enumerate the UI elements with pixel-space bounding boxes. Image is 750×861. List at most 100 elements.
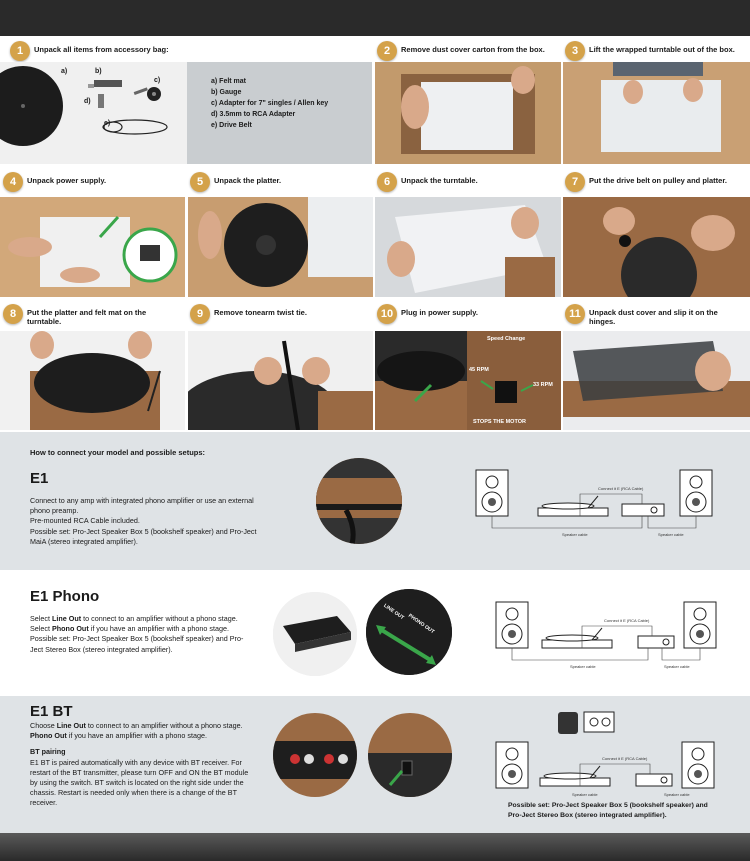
- bt-pairing-title: BT pairing: [30, 747, 66, 757]
- e1-phono-description: Select Line Out to connect to an amplifi…: [30, 614, 252, 655]
- top-bar: [0, 0, 750, 36]
- e1-phono-speaker-left-label: Speaker cable: [570, 664, 596, 669]
- step-7-title: Put the drive belt on pulley and platter…: [589, 176, 727, 185]
- e1-line: Connect to any amp with integrated phono…: [30, 496, 254, 516]
- e1-bt-line-out: Line Out: [56, 721, 86, 730]
- step-3: 3 Lift the wrapped turntable out of the b…: [565, 41, 750, 61]
- photo-step-10: Speed Change 45 RPM 33 RPM STOPS THE MOT…: [375, 331, 561, 430]
- accessory-photo: a) b) c) d) e): [0, 62, 187, 164]
- label-b: b): [95, 68, 102, 75]
- e1-bt-text: if you have an amplifier with a phono st…: [66, 731, 207, 741]
- photo-step-7: [563, 197, 750, 297]
- step-4: 4 Unpack power supply.: [3, 172, 186, 192]
- photo-step-4: [0, 197, 185, 297]
- step-4-title: Unpack power supply.: [27, 176, 107, 185]
- step-1: 1 Unpack all items from accessory bag:: [10, 41, 370, 61]
- label-e: e): [104, 120, 111, 127]
- bt-pairing-text: E1 BT is paired automatically with any d…: [30, 757, 249, 808]
- e1-phono-title: E1 Phono: [30, 588, 100, 605]
- accessory-item: d) 3.5mm to RCA Adapter: [211, 111, 296, 118]
- step-9-title: Remove tonearm twist tie.: [214, 308, 307, 317]
- e1-bt-text: Choose: [30, 721, 57, 730]
- e1-phono-text: Select: [30, 614, 52, 623]
- e1-phono-text: to connect to an amplifier without a pho…: [30, 614, 238, 634]
- step-5: 5 Unpack the platter.: [190, 172, 373, 192]
- e1-phono-back-closeup: [273, 592, 357, 676]
- photo-step-5: [188, 197, 373, 297]
- photo-step-11: [563, 331, 750, 430]
- e1-phono-speaker-right-label: Speaker cable: [664, 664, 690, 669]
- accessory-item: c) Adapter for 7" singles / Allen key: [211, 100, 329, 107]
- step-6-badge: 6: [377, 172, 397, 192]
- e1-bt-connect-label: Connect it E (RCA Cable): [602, 756, 648, 761]
- e1-bt-title: E1 BT: [30, 703, 73, 720]
- photo-step-6: [375, 197, 561, 297]
- e1-phono-connect-label: Connect it E (RCA Cable): [604, 618, 650, 623]
- bottom-bar: [0, 833, 750, 861]
- photo-step-9: [188, 331, 373, 430]
- speed-33-label: 33 RPM: [533, 382, 553, 388]
- step-9-badge: 9: [190, 304, 210, 324]
- e1-bt-set-caption: Possible set: Pro-Ject Speaker Box 5 (bo…: [508, 802, 708, 819]
- e1-phono-line-out: Line Out: [51, 614, 82, 623]
- step-5-title: Unpack the platter.: [214, 176, 282, 185]
- e1-phono-phono-out: Phono Out: [51, 624, 89, 634]
- step-2: 2 Remove dust cover carton from the box.: [377, 41, 560, 61]
- e1-bt-text: to connect to an amplifier without a pho…: [85, 721, 243, 730]
- speed-change-title: Speed Change: [487, 336, 526, 342]
- step-10-badge: 10: [377, 304, 397, 324]
- photo-step-3: [563, 62, 750, 164]
- label-c: c): [154, 77, 161, 84]
- e1-bt-setup-diagram: Connect it E (RCA Cable) Speaker cable S…: [495, 711, 715, 797]
- e1-description: Connect to any amp with integrated phono…: [30, 496, 262, 547]
- step-1-title: Unpack all items from accessory bag:: [34, 45, 169, 54]
- step-10: 10 Plug in power supply.: [377, 304, 560, 328]
- step-2-title: Remove dust cover carton from the box.: [401, 45, 545, 54]
- e1-phono-text: if you have an amplifier with a phono st…: [88, 624, 229, 634]
- connect-heading: How to connect your model and possible s…: [30, 448, 206, 457]
- step-4-badge: 4: [3, 172, 23, 192]
- e1-bt-switch-closeup: [368, 713, 452, 797]
- e1-bt-speaker-right-label: Speaker cable: [664, 792, 690, 797]
- e1-line: Possible set: Pro-Ject Speaker Box 5 (bo…: [30, 526, 257, 546]
- step-11-badge: 11: [565, 304, 585, 324]
- accessory-item: a) Felt mat: [211, 78, 247, 85]
- step-10-title: Plug in power supply.: [401, 308, 478, 317]
- accessory-item: b) Gauge: [211, 89, 242, 96]
- step-2-badge: 2: [377, 41, 397, 61]
- e1-bt-speaker-left-label: Speaker cable: [572, 792, 598, 797]
- e1-phono-setup-diagram: Connect it E (RCA Cable) Speaker cable S…: [495, 601, 717, 669]
- label-d: d): [84, 98, 91, 105]
- step-11-title: Unpack dust cover and slip it on the hin…: [589, 308, 718, 326]
- e1-line: Pre-mounted RCA Cable included.: [30, 516, 140, 526]
- label-a: a): [61, 68, 68, 75]
- accessory-list: a) Felt mat b) Gauge c) Adapter for 7" s…: [187, 62, 372, 164]
- step-3-title: Lift the wrapped turntable out of the bo…: [589, 45, 735, 54]
- step-7: 7 Put the drive belt on pulley and platte…: [565, 172, 750, 192]
- e1-speaker-right-label: Speaker cable: [658, 532, 684, 537]
- e1-bt-description: Choose Line Out to connect to an amplifi…: [30, 721, 252, 809]
- step-3-badge: 3: [565, 41, 585, 61]
- step-9: 9 Remove tonearm twist tie.: [190, 304, 373, 328]
- accessory-item: e) Drive Belt: [211, 122, 252, 129]
- e1-connect-label: Connect it E (RCA Cable): [598, 486, 644, 491]
- step-7-badge: 7: [565, 172, 585, 192]
- e1-title: E1: [30, 470, 49, 487]
- step-8-badge: 8: [3, 304, 23, 324]
- speed-45-label: 45 RPM: [469, 367, 489, 373]
- e1-rca-closeup: [316, 458, 402, 544]
- e1-phono-set: Possible set: Pro-Ject Speaker Box 5 (bo…: [30, 634, 244, 654]
- step-8-title: Put the platter and felt mat on the turn…: [27, 308, 147, 326]
- step-1-badge: 1: [10, 41, 30, 61]
- e1-speaker-left-label: Speaker cable: [562, 532, 588, 537]
- e1-bt-rca-closeup: [273, 713, 357, 797]
- e1-phono-switch-closeup: LINE OUT PHONO OUT: [366, 589, 452, 675]
- step-5-badge: 5: [190, 172, 210, 192]
- e1-bt-phono-out: Phono Out: [30, 731, 67, 741]
- photo-step-2: [375, 62, 561, 164]
- stops-motor-label: STOPS THE MOTOR: [473, 419, 526, 425]
